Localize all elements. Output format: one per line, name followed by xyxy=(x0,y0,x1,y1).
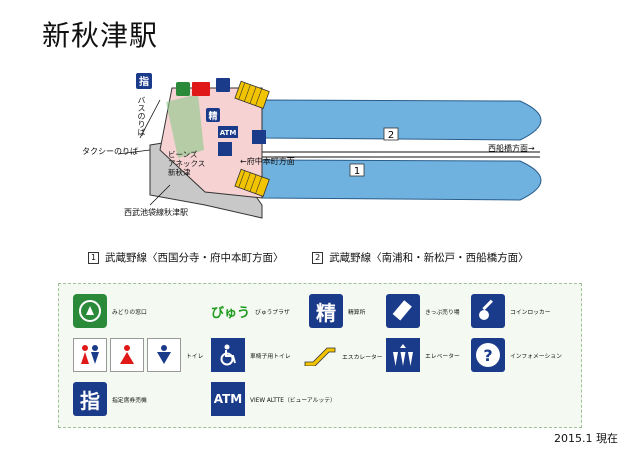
shitei-map-icon: 指 xyxy=(139,75,149,88)
shop-line: ビーンズ xyxy=(168,150,198,159)
legend-locker: コインロッカー xyxy=(471,294,551,328)
legend-shitei: 指 指定席券売機 xyxy=(73,382,147,416)
escalator-bottom xyxy=(234,168,270,197)
midori-window-icon xyxy=(73,294,107,328)
legend-ticket-label: きっぷ売り場 xyxy=(425,309,460,316)
taxi-stop-label: タクシーのりば xyxy=(82,147,138,156)
page-title: 新秋津駅 xyxy=(42,19,159,52)
male-toilet-icon xyxy=(147,338,181,372)
seisan-icon: 精 xyxy=(309,294,343,328)
line-2-label: 武蔵野線〈南浦和・新松戸・西船橋方面〉 xyxy=(329,252,529,264)
legend-midori: みどりの窓口 xyxy=(73,294,147,328)
seibu-station-label: 西武池袋線秋津駅 xyxy=(124,208,188,217)
station-map: 2 1 指 精 ATM xyxy=(117,73,542,219)
elevator-icon xyxy=(386,338,420,372)
legend-locker-label: コインロッカー xyxy=(510,309,551,316)
platform-1-number: 1 xyxy=(354,166,360,177)
platform-1 xyxy=(261,159,542,201)
midori-map-icon xyxy=(176,82,190,96)
legend: みどりの窓口 びゅう びゅうプラザ 精 精算所 きっぷ売り場 コインロッカー xyxy=(58,283,582,428)
ticket-icon xyxy=(386,294,420,328)
info-glyph: ? xyxy=(476,343,500,367)
legend-midori-label: みどりの窓口 xyxy=(112,309,147,316)
legend-seisan-label: 精算所 xyxy=(348,309,366,316)
legend-info: ? インフォメーション xyxy=(471,338,562,372)
funabashi-direction-label: 西船橋方面→ xyxy=(488,144,535,153)
accessible-map-icon xyxy=(216,78,230,92)
legend-view-plaza-label: びゅうプラザ xyxy=(255,310,290,316)
toilet-combined-icon xyxy=(73,338,107,372)
line-1-number: 1 xyxy=(88,252,99,264)
legend-atm-label: VIEW ALTTE（ビューアルッテ） xyxy=(250,397,336,404)
wheelchair-icon xyxy=(211,338,245,372)
date-label: 2015.1 現在 xyxy=(554,432,618,445)
platform-2 xyxy=(261,99,542,141)
atm-map-icon: ATM xyxy=(220,129,237,137)
toilet-icons xyxy=(73,338,181,372)
legend-toilet: トイレ xyxy=(73,338,203,372)
walkway xyxy=(166,94,204,158)
shop-line: 新秋津 xyxy=(168,168,191,177)
legend-elevator: エレベーター xyxy=(386,338,460,372)
legend-accessible-label: 車椅子用トイレ xyxy=(250,353,291,360)
information-icon: ? xyxy=(471,338,505,372)
key-icon xyxy=(471,294,505,328)
legend-shitei-label: 指定席券売機 xyxy=(112,397,147,404)
bus-stop-label: バスのりば xyxy=(137,96,146,136)
line-2-number: 2 xyxy=(312,252,324,264)
legend-accessible: 車椅子用トイレ xyxy=(211,338,291,372)
female-toilet-icon xyxy=(110,338,144,372)
legend-info-label: インフォメーション xyxy=(510,353,562,360)
legend-escalator-label: エスカレーター xyxy=(342,354,383,361)
seisan-map-icon: 精 xyxy=(208,110,217,122)
fuchu-direction-label: ←府中本町方面 xyxy=(240,157,295,166)
legend-elevator-label: エレベーター xyxy=(425,353,460,360)
legend-ticket: きっぷ売り場 xyxy=(386,294,460,328)
toilet-map-icon xyxy=(192,82,210,96)
legend-escalator: エスカレーター xyxy=(303,342,383,370)
legend-toilet-label: トイレ xyxy=(186,353,204,360)
legend-view-plaza: びゅう びゅうプラザ xyxy=(211,302,290,321)
shop-label: ビーンズ アネックス 新秋津 xyxy=(168,150,205,177)
shitei-icon: 指 xyxy=(73,382,107,416)
legend-atm: ATM VIEW ALTTE（ビューアルッテ） xyxy=(211,382,336,416)
legend-seisan: 精 精算所 xyxy=(309,294,365,328)
platform-2-number: 2 xyxy=(388,130,394,141)
locker-map-icon xyxy=(218,142,232,156)
elevator-map-icon xyxy=(252,130,266,144)
escalator-top xyxy=(234,80,270,109)
line-info: 1 武蔵野線〈西国分寺・府中本町方面〉 2 武蔵野線〈南浦和・新松戸・西船橋方面〉 xyxy=(88,250,529,265)
shop-line: アネックス xyxy=(168,159,206,168)
line-1-label: 武蔵野線〈西国分寺・府中本町方面〉 xyxy=(105,252,284,264)
view-plaza-logo: びゅう xyxy=(211,306,251,321)
atm-icon: ATM xyxy=(211,382,245,416)
escalator-icon xyxy=(303,342,337,370)
